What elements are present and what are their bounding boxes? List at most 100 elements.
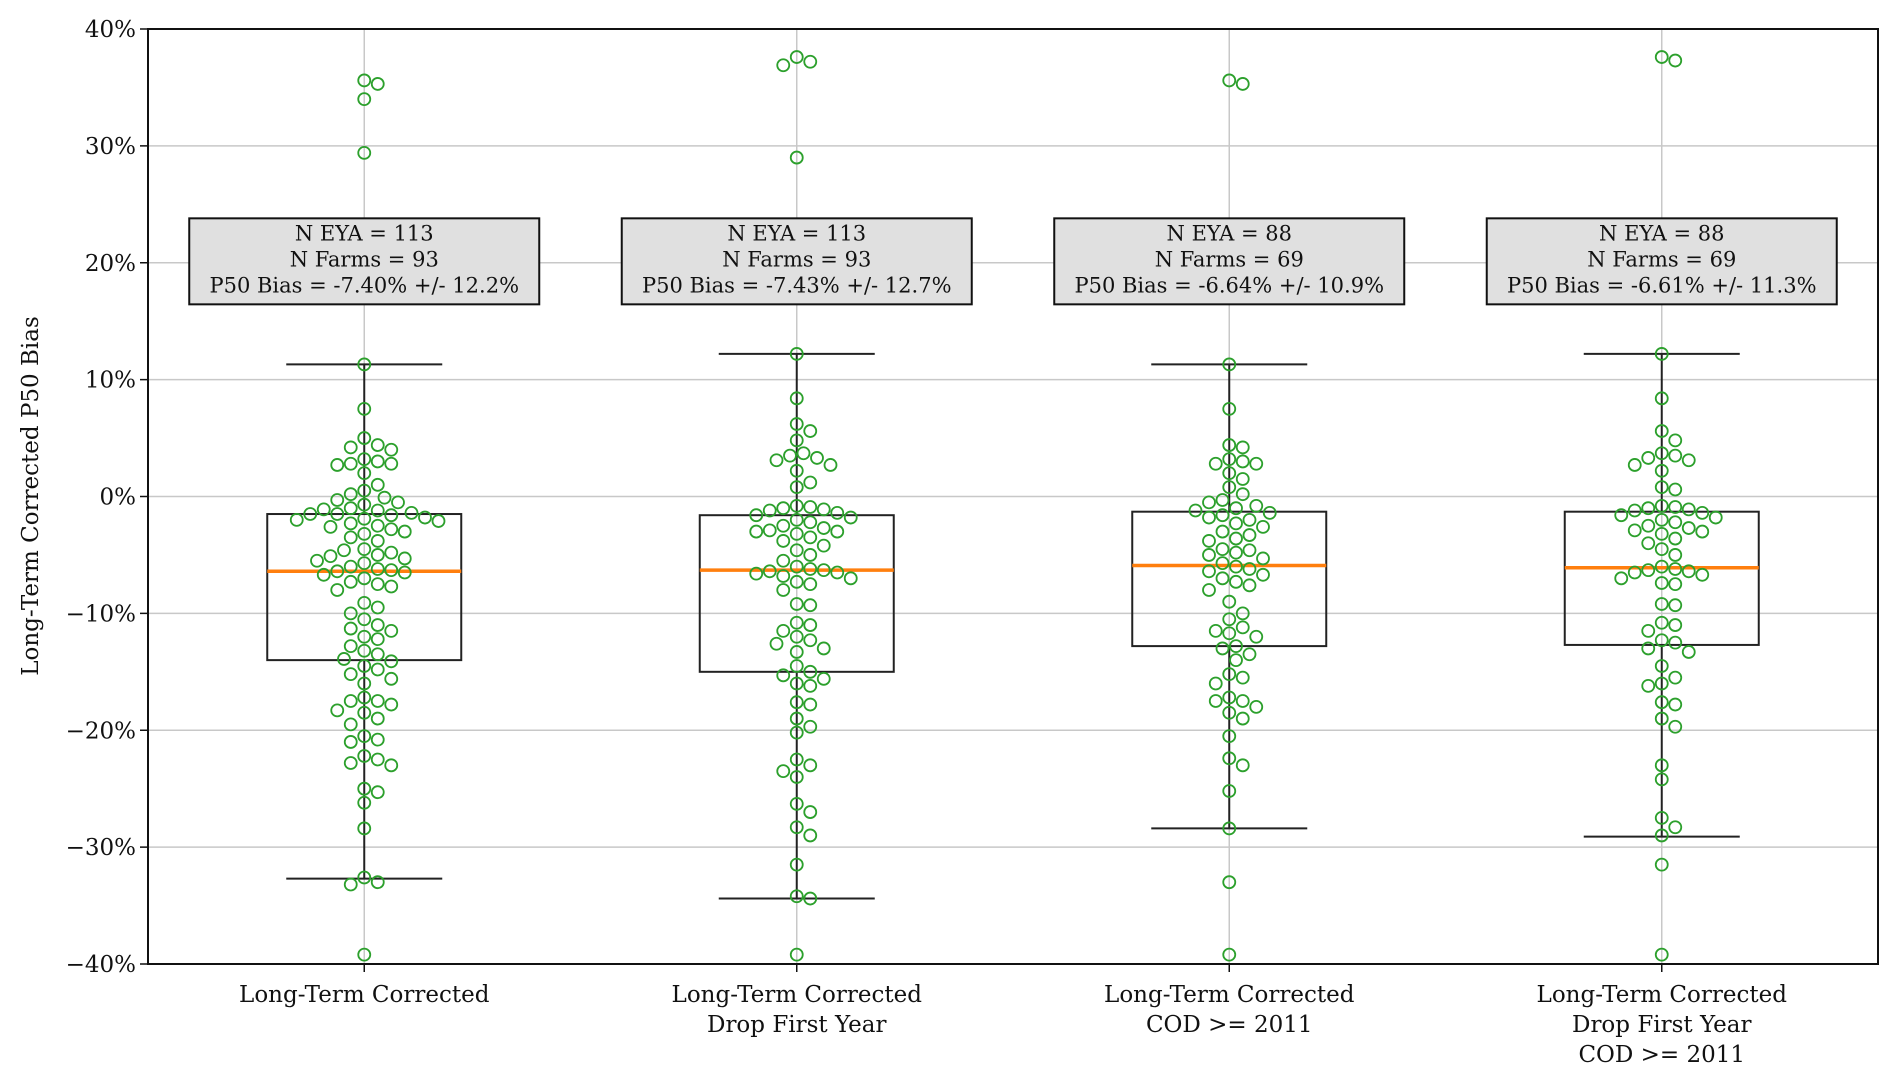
data-point — [803, 475, 818, 490]
data-point — [1249, 456, 1264, 471]
data-point — [384, 508, 399, 523]
data-point — [803, 54, 818, 69]
data-point — [789, 820, 804, 835]
data-point — [1202, 510, 1216, 525]
data-point — [816, 563, 831, 578]
data-point — [397, 551, 412, 566]
data-point — [789, 559, 804, 574]
data-point — [776, 624, 791, 638]
data-point — [370, 732, 385, 747]
data-point — [1202, 534, 1216, 548]
data-point — [1235, 606, 1250, 621]
data-point — [384, 442, 399, 457]
data-point — [749, 508, 764, 523]
data-point — [1654, 633, 1669, 648]
data-point — [357, 690, 372, 705]
data-point — [1681, 521, 1696, 535]
data-point — [1654, 695, 1669, 710]
y-tick-label: 10% — [85, 368, 136, 394]
data-point — [803, 577, 818, 592]
data-point — [1614, 508, 1629, 523]
data-point — [1695, 524, 1710, 539]
data-point — [1668, 577, 1683, 592]
boxes — [266, 352, 1760, 900]
data-point — [330, 507, 345, 521]
data-point — [776, 534, 791, 548]
annotation-text: N EYA = 88 — [1167, 221, 1292, 245]
data-point — [357, 92, 372, 107]
annotation-text: N EYA = 113 — [727, 221, 866, 245]
x-tick-label: COD >= 2011 — [1578, 1042, 1745, 1068]
data-point — [1215, 641, 1230, 656]
annotation-text: N Farms = 93 — [722, 247, 871, 271]
data-point — [1222, 667, 1237, 682]
annotation-text: P50 Bias = -7.43% +/- 12.7% — [642, 273, 952, 297]
data-point — [357, 629, 372, 644]
data-point — [1222, 947, 1237, 962]
data-point — [1222, 401, 1237, 416]
data-point — [343, 735, 358, 749]
y-tick-label: −30% — [66, 835, 136, 861]
data-point — [816, 671, 831, 686]
y-axis-ticks: −40%−30%−20%−10%0%10%20%30%40% — [66, 17, 148, 978]
data-point — [783, 448, 797, 463]
data-point — [343, 574, 358, 589]
data-point — [397, 524, 412, 539]
data-point — [1235, 472, 1250, 486]
data-point — [384, 697, 399, 712]
data-point — [370, 618, 385, 632]
data-point — [1242, 578, 1257, 593]
data-point — [789, 433, 804, 448]
data-point — [1242, 543, 1257, 558]
data-point — [1668, 635, 1683, 650]
y-tick-label: 20% — [85, 251, 136, 277]
data-point — [357, 595, 372, 610]
data-point — [357, 145, 372, 160]
data-point — [816, 502, 831, 517]
data-point — [1215, 571, 1230, 586]
data-point — [357, 497, 372, 512]
data-point — [357, 781, 372, 796]
data-point — [1215, 524, 1230, 539]
data-point — [1668, 482, 1683, 497]
data-point — [1668, 531, 1683, 546]
data-point — [1202, 495, 1216, 510]
data-point — [816, 641, 831, 656]
data-point — [384, 545, 399, 560]
data-point — [816, 521, 831, 535]
annotation-text: P50 Bias = -6.64% +/- 10.9% — [1074, 273, 1384, 297]
data-point — [1222, 875, 1237, 890]
data-point — [1215, 542, 1230, 556]
data-point — [370, 503, 385, 518]
data-point — [1654, 480, 1669, 495]
data-point — [1202, 583, 1216, 597]
data-point — [1654, 772, 1669, 787]
data-point — [384, 624, 399, 638]
data-point — [776, 583, 791, 597]
data-point — [370, 438, 385, 452]
data-point — [803, 598, 818, 613]
data-point — [789, 480, 804, 495]
data-point — [370, 562, 385, 576]
data-point — [1222, 729, 1237, 743]
data-point — [1242, 647, 1257, 662]
data-point — [1668, 697, 1683, 712]
data-point — [384, 456, 399, 471]
data-point — [370, 875, 385, 890]
data-point — [789, 659, 804, 673]
data-point — [1654, 527, 1669, 541]
data-point — [357, 452, 372, 467]
data-point — [343, 667, 358, 682]
y-tick-label: 30% — [85, 134, 136, 160]
annotation-box — [188, 217, 541, 306]
data-point — [776, 553, 791, 568]
data-point — [418, 510, 432, 525]
data-point — [343, 530, 358, 545]
data-point — [357, 749, 372, 763]
data-point — [357, 795, 372, 810]
data-point — [1641, 518, 1656, 533]
data-point — [816, 538, 831, 553]
y-tick-label: −20% — [66, 718, 136, 744]
annotation-text: N Farms = 69 — [1587, 247, 1736, 271]
data-point — [1235, 487, 1250, 502]
